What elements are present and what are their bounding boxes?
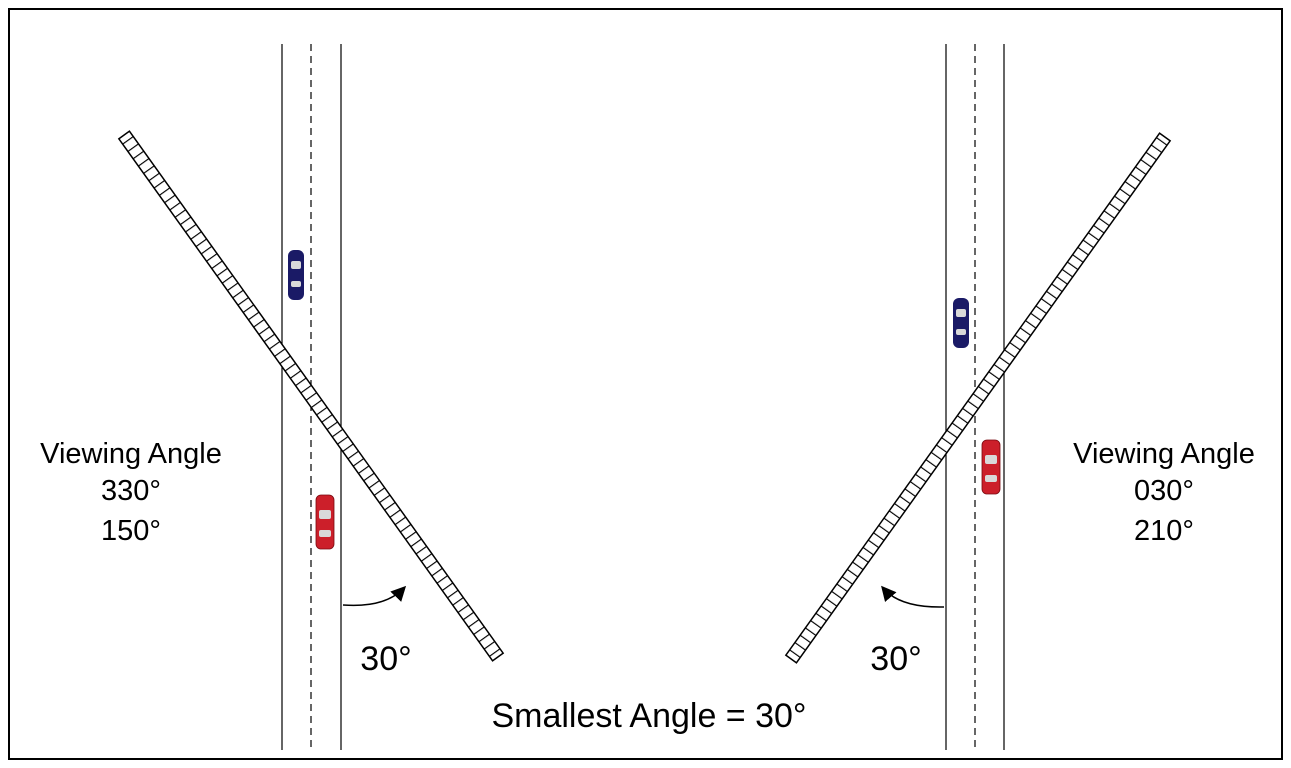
left-viewing-angle-150: 150° bbox=[101, 515, 161, 547]
smallest-angle-caption: Smallest Angle = 30° bbox=[491, 697, 806, 735]
left-viewing-angle-330: 330° bbox=[101, 475, 161, 507]
right-red-car bbox=[981, 439, 1001, 495]
right-viewing-angle-label: Viewing Angle bbox=[1073, 438, 1255, 470]
left-scale-bar bbox=[117, 130, 505, 662]
left-red-car bbox=[315, 494, 335, 550]
left-blue-car bbox=[288, 250, 304, 300]
right-viewing-angle-210: 210° bbox=[1134, 515, 1194, 547]
right-intersection-angle: 30° bbox=[870, 640, 921, 678]
right-viewing-angle-030: 030° bbox=[1134, 475, 1194, 507]
right-angle-arc bbox=[881, 585, 945, 608]
left-angle-arc bbox=[342, 585, 407, 607]
right-scale-bar bbox=[784, 132, 1172, 664]
left-viewing-angle-label: Viewing Angle bbox=[40, 438, 222, 470]
left-intersection-angle: 30° bbox=[360, 640, 411, 678]
right-blue-car bbox=[953, 298, 969, 348]
diagram-frame bbox=[8, 8, 1283, 760]
